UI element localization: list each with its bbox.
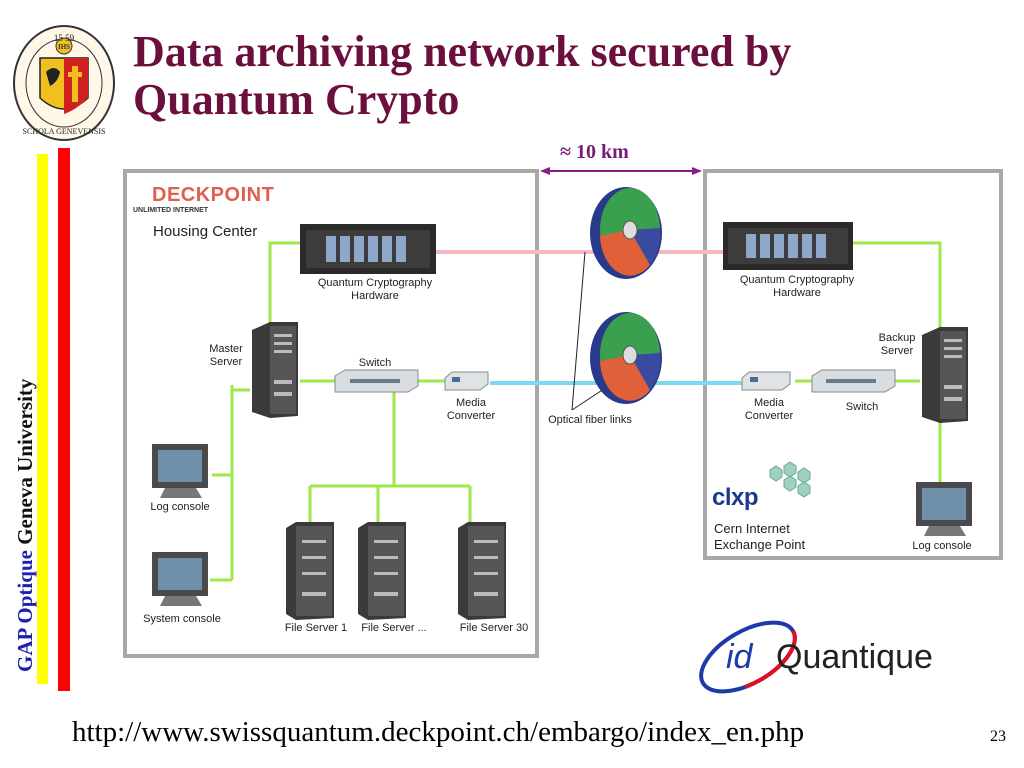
switch-right xyxy=(811,369,896,393)
fiber-spool-top xyxy=(590,187,662,279)
media-converter-left-label: Media Converter xyxy=(436,397,506,423)
lan-links xyxy=(210,241,942,582)
cern-exchange-label: Cern Internet Exchange Point xyxy=(714,521,805,553)
qc-left-label-line1: Quantum Cryptography xyxy=(317,277,433,289)
media-left-label-line1: Media xyxy=(456,397,486,409)
yellow-side-bar xyxy=(37,154,48,684)
log-console-left xyxy=(152,444,208,498)
media-converter-left xyxy=(444,371,489,391)
media-right-label-line1: Media xyxy=(754,397,784,409)
qc-left-label-line2: Hardware xyxy=(351,290,399,302)
log-console-right-label: Log console xyxy=(912,540,972,552)
fiber-pointer-top xyxy=(571,251,586,411)
file-server-30 xyxy=(458,522,506,620)
clxp-hex-logo xyxy=(769,461,811,498)
file-server-mid xyxy=(358,522,406,620)
file-server-30-label: File Server 30 xyxy=(459,622,529,634)
file-server-1-label: File Server 1 xyxy=(284,622,348,634)
backup-server xyxy=(922,327,968,423)
cern-label-line1: Cern Internet xyxy=(714,521,790,536)
red-side-bar xyxy=(58,148,70,691)
system-console-label: System console xyxy=(143,613,221,625)
page-title: Data archiving network secured by Quantu… xyxy=(133,28,993,124)
deckpoint-logo: DECKPOINT xyxy=(152,184,275,206)
distance-label: ≈ 10 km xyxy=(560,141,629,163)
optical-fiber-label: Optical fiber links xyxy=(548,414,632,426)
housing-center-label: Housing Center xyxy=(153,223,258,240)
seal-year-text: 15 59 xyxy=(54,33,75,43)
master-label-line1: Master xyxy=(209,343,243,355)
qc-hardware-left-label: Quantum Cryptography Hardware xyxy=(305,277,445,303)
master-server-label: Master Server xyxy=(198,343,254,369)
source-url[interactable]: http://www.swissquantum.deckpoint.ch/emb… xyxy=(72,716,805,748)
media-right-label-line2: Converter xyxy=(744,410,794,422)
idq-logo-swoosh xyxy=(699,620,797,694)
log-console-left-label: Log console xyxy=(150,501,210,513)
distance-arrow xyxy=(540,167,702,175)
backup-label-line2: Server xyxy=(880,345,914,357)
seal-center-text: IHS xyxy=(58,43,70,51)
file-server-1 xyxy=(286,522,334,620)
idq-logo-id: id xyxy=(726,638,753,676)
media-converter-right-label: Media Converter xyxy=(734,397,804,423)
switch-left xyxy=(334,369,419,393)
qc-right-label-line2: Hardware xyxy=(773,287,821,299)
qc-hardware-right-label: Quantum Cryptography Hardware xyxy=(727,274,867,300)
cern-label-line2: Exchange Point xyxy=(714,537,806,552)
qc-right-label-line1: Quantum Cryptography xyxy=(739,274,855,286)
idq-logo-name: Quantique xyxy=(776,638,933,676)
master-label-line2: Server xyxy=(209,356,243,368)
qc-hardware-left xyxy=(300,224,436,274)
clxp-logo-text: clxp xyxy=(712,484,759,511)
university-seal-logo: IHS 15 59 SCHOLA GENEVENSIS xyxy=(13,25,115,141)
page-number: 23 xyxy=(990,728,1006,745)
title-line-1: Data archiving network secured by xyxy=(133,27,792,76)
switch-left-label: Switch xyxy=(358,357,392,369)
switch-right-label: Switch xyxy=(845,401,879,413)
file-server-mid-label: File Server ... xyxy=(361,622,427,634)
system-console xyxy=(152,552,208,606)
seal-motto-text: SCHOLA GENEVENSIS xyxy=(23,127,106,136)
fiber-spool-bottom xyxy=(590,312,662,404)
media-left-label-line2: Converter xyxy=(446,410,496,422)
backup-label-line1: Backup xyxy=(878,332,916,344)
title-line-2: Quantum Crypto xyxy=(133,75,460,124)
master-server xyxy=(252,322,298,418)
qc-hardware-right xyxy=(723,222,853,270)
log-console-right xyxy=(916,482,972,536)
media-converter-right xyxy=(741,371,791,391)
deckpoint-tagline: UNLIMITED INTERNET xyxy=(133,207,209,214)
backup-server-label: Backup Server xyxy=(868,332,926,358)
